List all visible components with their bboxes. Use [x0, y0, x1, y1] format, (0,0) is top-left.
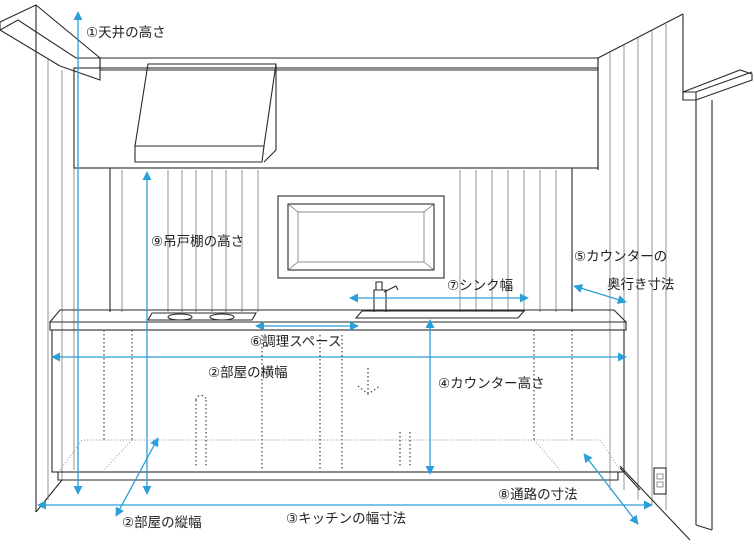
dimension-labels: ①天井の高さ ⑨吊戸棚の高さ ②部屋の横幅 ②部屋の縦幅 ③キッチンの幅寸法 ④… [86, 24, 675, 531]
floor-edge [619, 467, 641, 491]
counter-depth-label-line2: 奥行き寸法 [607, 276, 675, 293]
aisle-width-dimension [583, 453, 639, 525]
faucet-icon [373, 281, 399, 312]
ceiling-height-label: ①天井の高さ [86, 24, 166, 41]
counter-height-label: ④カウンター高さ [438, 375, 545, 392]
room-width-label: ②部屋の横幅 [208, 365, 288, 381]
left-ceiling-beam [0, 4, 101, 81]
aisle-width-label: ⑧通路の寸法 [498, 487, 578, 503]
outlet-icon [653, 467, 667, 495]
countertop [48, 309, 628, 331]
range-hood-icon [134, 63, 277, 163]
window-icon [277, 195, 445, 279]
upper-cabinet [73, 67, 599, 312]
room-structure [0, 4, 753, 541]
kitchen-width-label: ③キッチンの幅寸法 [286, 511, 406, 527]
right-ceiling-beam [682, 69, 753, 531]
counter-depth-dimension [573, 284, 627, 304]
sink-icon [354, 310, 526, 319]
room-depth-dimension [115, 437, 159, 517]
room-depth-label: ②部屋の縦幅 [122, 515, 202, 531]
sink-width-label: ⑦シンク幅 [447, 278, 513, 294]
cabinet-height-label: ⑨吊戸棚の高さ [151, 233, 244, 250]
prep-space-label: ⑥調理スペース [250, 334, 341, 350]
backsplash-lines [109, 170, 573, 312]
stove-icon [147, 312, 257, 321]
dimension-lines [37, 11, 653, 525]
left-wall [35, 12, 75, 513]
lower-cabinet [51, 329, 625, 481]
counter-depth-label-line1: ⑤カウンターの [574, 249, 667, 265]
